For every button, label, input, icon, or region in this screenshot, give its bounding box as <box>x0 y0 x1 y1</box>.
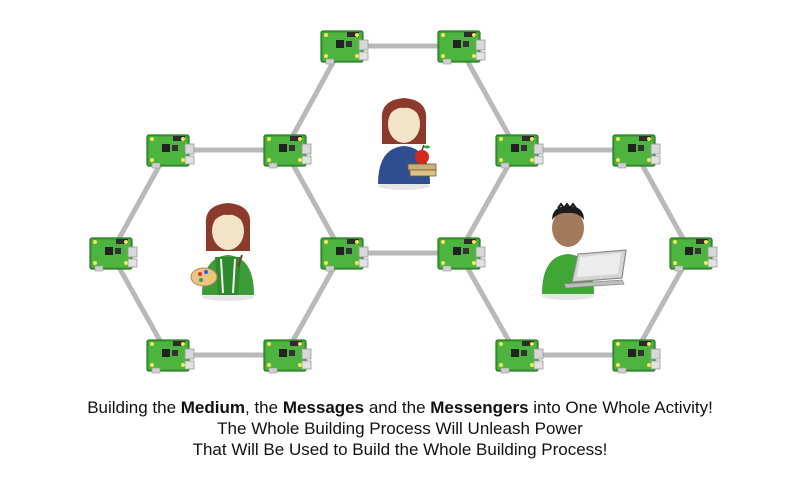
caption-text: , the <box>245 398 283 417</box>
board-node <box>612 339 661 374</box>
board-node <box>320 30 369 65</box>
board-links <box>108 43 694 358</box>
board-node <box>437 30 486 65</box>
caption-text: Building the <box>87 398 181 417</box>
caption-bold-medium: Medium <box>180 398 245 417</box>
caption-line-3: That Will Be Used to Build the Whole Bui… <box>192 440 608 459</box>
hexagon-network-diagram <box>89 30 718 374</box>
board-node <box>146 134 195 169</box>
board-node <box>263 339 312 374</box>
board-node <box>89 237 138 272</box>
board-node <box>146 339 195 374</box>
board-node <box>320 237 369 272</box>
caption-text: into One Whole Activity! <box>528 398 713 417</box>
caption-bold-messages: Messages <box>282 398 365 417</box>
board-node <box>495 339 544 374</box>
board-node <box>437 237 486 272</box>
painter-with-palette-icon <box>190 203 254 301</box>
person-with-laptop-icon <box>542 202 627 300</box>
caption-bold-messengers: Messengers <box>430 398 529 417</box>
teacher-with-books-and-apple-icon <box>378 98 437 190</box>
board-node <box>495 134 544 169</box>
board-node <box>612 134 661 169</box>
board-node <box>669 237 718 272</box>
board-node <box>263 134 312 169</box>
caption-text: and the <box>364 398 431 417</box>
caption-line-1: Building the Medium, the Messages and th… <box>0 397 800 418</box>
caption-line-2: The Whole Building Process Will Unleash … <box>217 419 583 438</box>
